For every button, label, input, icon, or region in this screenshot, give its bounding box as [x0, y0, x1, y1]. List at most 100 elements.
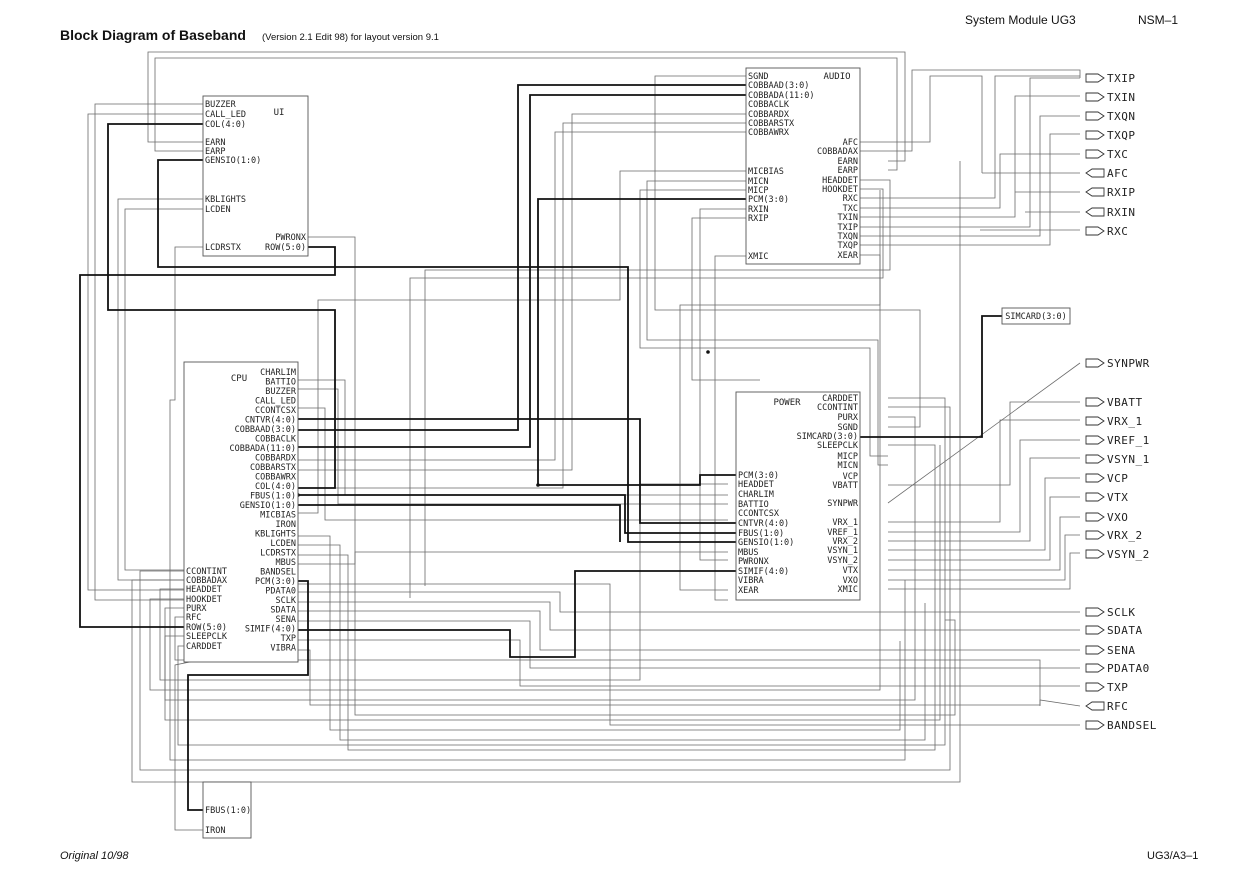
audio-pin-label: XEAR — [838, 251, 859, 261]
signal-line — [298, 583, 1080, 726]
ui-pin-label: LCDRSTX — [205, 243, 242, 253]
audio-pin-label: EARP — [838, 166, 858, 176]
connector-arrow-icon — [1085, 358, 1105, 368]
audio-pin-label: TXIP — [838, 223, 858, 233]
connector-arrow-icon — [1085, 473, 1105, 483]
audio-pin-label: PCM(3:0) — [748, 195, 789, 205]
port-rxip: RXIP — [1085, 186, 1135, 199]
power-pin-label: SGND — [838, 423, 858, 433]
simcard-block: SIMCARD(3:0) — [1001, 307, 1071, 325]
power-pin-label: VRX_1 — [832, 518, 858, 528]
port-vcp: VCP — [1085, 472, 1128, 485]
port-label: RFC — [1107, 700, 1128, 713]
signal-line — [860, 75, 1080, 199]
power-pin-label: VIBRA — [738, 576, 764, 586]
ui-pin-label: GENSIO(1:0) — [205, 156, 261, 166]
port-sclk: SCLK — [1085, 606, 1135, 619]
audio-pin-label: COBBAAD(3:0) — [748, 81, 809, 91]
bus-line — [187, 580, 309, 811]
port-txqn: TXQN — [1085, 110, 1136, 123]
connector-arrow-icon — [1085, 435, 1105, 445]
power-pin-label: MICN — [838, 461, 858, 471]
signal-line — [298, 122, 746, 489]
signal-line — [174, 616, 1041, 706]
power-pin-label: VXO — [843, 576, 858, 586]
connector-arrow-icon — [1085, 226, 1105, 236]
power-pin-label: SIMCARD(3:0) — [797, 432, 858, 442]
connector-arrow-icon — [1085, 625, 1105, 635]
cpu-pin-label: CARDDET — [186, 642, 222, 652]
port-label: VTX — [1107, 491, 1128, 504]
cpu-pin-label: CCONTINT — [186, 567, 227, 577]
port-label: VRX_1 — [1107, 415, 1143, 428]
port-label: RXC — [1107, 225, 1128, 238]
signal-line — [888, 552, 1080, 590]
port-label: VSYN_2 — [1107, 548, 1150, 561]
ui-pin-label: EARN — [205, 138, 225, 148]
audio-block-outline — [745, 67, 861, 265]
signal-line — [888, 457, 1080, 542]
signal-line — [714, 255, 746, 601]
power-pin-label: SIMIF(4:0) — [738, 567, 789, 577]
cpu-pin-label: GENSIO(1:0) — [240, 501, 296, 511]
port-label: BANDSEL — [1107, 719, 1157, 732]
connector-arrow-icon — [1085, 549, 1105, 559]
cpu-pin-label: BUZZER — [265, 387, 297, 397]
bus-line — [107, 123, 336, 489]
port-label: SYNPWR — [1107, 357, 1150, 370]
cpu-pin-label: COL(4:0) — [255, 482, 296, 492]
signal-line — [860, 75, 983, 173]
port-synpwr: SYNPWR — [1085, 357, 1150, 370]
ui-pin-label: BUZZER — [205, 100, 237, 110]
diagram-subtitle: (Version 2.1 Edit 98) for layout version… — [262, 32, 439, 43]
port-txp: TXP — [1085, 681, 1128, 694]
power-pin-label: SLEEPCLK — [817, 441, 859, 451]
port-label: VREF_1 — [1107, 434, 1150, 447]
cpu-pin-label: LCDRSTX — [260, 549, 297, 559]
signal-line — [149, 190, 881, 691]
power-pin-label: XMIC — [838, 585, 858, 595]
cpu-pin-label: BANDSEL — [260, 568, 296, 578]
audio-pin-label: COBBAWRX — [748, 128, 790, 138]
cpu-block: CPUCCONTINTCOBBADAXHEADDETHOOKDETPURXRFC… — [183, 361, 299, 663]
port-txc: TXC — [1085, 148, 1128, 161]
connector-arrow-icon — [1085, 492, 1105, 502]
signal-line — [639, 189, 888, 457]
port-vrx_1: VRX_1 — [1085, 415, 1143, 428]
signal-line — [298, 444, 936, 751]
power-pin-label: MBUS — [738, 548, 758, 558]
original-date: Original 10/98 — [60, 850, 129, 862]
bus-line — [298, 570, 736, 658]
signal-line — [298, 131, 746, 461]
signal-line — [124, 208, 203, 571]
signal-line — [164, 445, 941, 721]
power-pin-label: SYNPWR — [827, 499, 859, 509]
connector-arrow-icon — [1085, 397, 1105, 407]
cpu-pin-label: CNTVR(4:0) — [245, 416, 296, 426]
cpu-pin-label: COBBARSTX — [250, 463, 297, 473]
cpu-block-outline — [183, 361, 299, 663]
cpu-pin-label: SIMIF(4:0) — [245, 625, 296, 635]
connector-arrow-icon — [1085, 73, 1105, 83]
signal-line — [298, 601, 1080, 631]
port-label: TXQN — [1107, 110, 1136, 123]
connector-arrow-icon — [1085, 512, 1105, 522]
signal-line — [298, 610, 1080, 651]
bus-line — [298, 504, 621, 542]
cpu-pin-label: SLEEPCLK — [186, 632, 228, 642]
signal-line — [87, 113, 203, 591]
connector-arrow-icon — [1085, 130, 1105, 140]
signal-line — [298, 170, 746, 514]
signal-line — [888, 477, 1080, 551]
system-module-label: System Module UG3 — [965, 13, 1076, 27]
ui-pin-label: CALL_LED — [205, 110, 246, 120]
cpu-pin-label: PURX — [186, 604, 207, 614]
signal-line — [298, 544, 926, 741]
audio-pin-label: TXQP — [838, 241, 858, 251]
ui-pin-label: KBLIGHTS — [205, 195, 246, 205]
audio-pin-label: MICBIAS — [748, 167, 784, 177]
port-rfc: RFC — [1085, 700, 1128, 713]
signal-line — [888, 516, 1080, 571]
cpu-pin-label: LCDEN — [270, 539, 296, 549]
port-vrx_2: VRX_2 — [1085, 529, 1142, 542]
